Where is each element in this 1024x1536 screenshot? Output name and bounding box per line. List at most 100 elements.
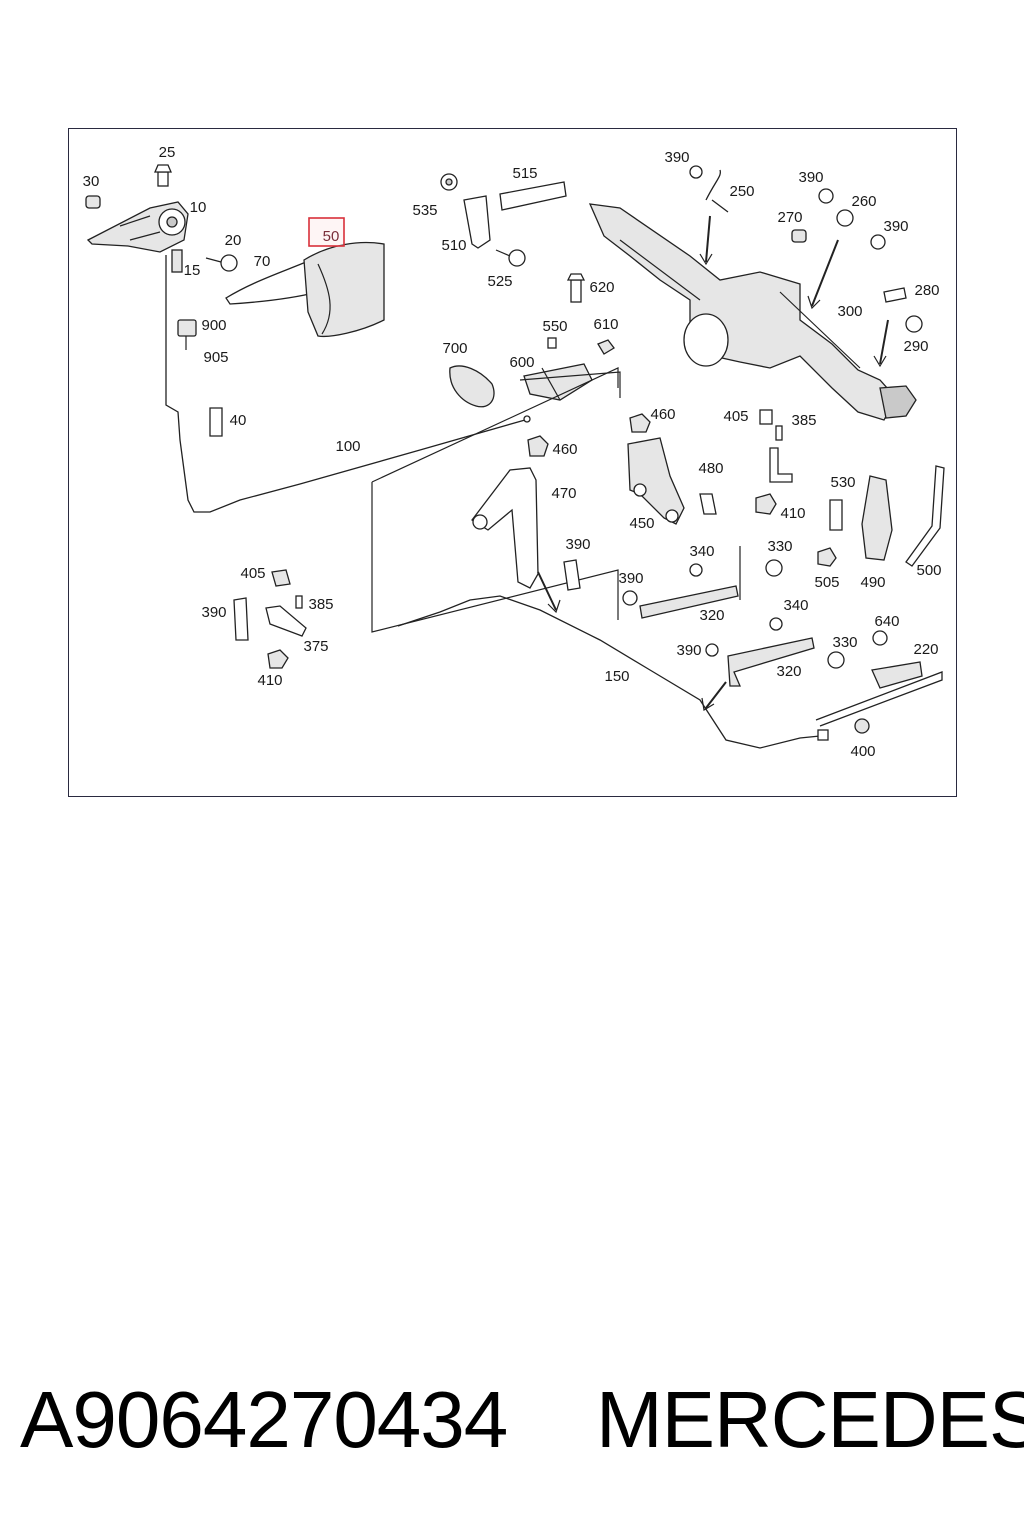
callout-390-e: 390 <box>618 570 643 587</box>
callout-330-a: 330 <box>767 538 792 555</box>
callout-340-b: 340 <box>783 597 808 614</box>
strap-320-a <box>639 585 739 619</box>
callout-600: 600 <box>509 354 534 371</box>
callout-550: 550 <box>542 318 567 335</box>
bolt-405-b <box>271 569 291 587</box>
callout-50: 50 <box>323 228 340 245</box>
nut-460-b <box>527 435 549 457</box>
callout-390-b: 390 <box>798 169 823 186</box>
callout-100: 100 <box>335 438 360 455</box>
highlight-box-50 <box>308 217 345 247</box>
callout-640: 640 <box>874 613 899 630</box>
eyelet-400 <box>854 718 870 734</box>
callout-30: 30 <box>83 173 100 190</box>
nut-30 <box>85 195 101 209</box>
clip-390-top <box>689 165 703 179</box>
callout-460-a: 460 <box>650 406 675 423</box>
callout-530: 530 <box>830 474 855 491</box>
guide-220 <box>871 661 923 689</box>
pin-385-a <box>775 425 783 441</box>
cover-50 <box>303 241 385 338</box>
callout-40: 40 <box>230 412 247 429</box>
callout-460-b: 460 <box>552 441 577 458</box>
callout-390-g: 390 <box>676 642 701 659</box>
switch-15 <box>171 249 183 273</box>
callout-340-a: 340 <box>689 543 714 560</box>
nut-410-b <box>267 649 289 669</box>
bracket-490 <box>861 475 893 561</box>
rod-500 <box>905 465 945 567</box>
nut-610 <box>597 339 615 355</box>
bracket-260 <box>818 188 854 227</box>
callout-480: 480 <box>698 460 723 477</box>
callout-700: 700 <box>442 340 467 357</box>
callout-410-b: 410 <box>257 672 282 689</box>
callout-505: 505 <box>814 574 839 591</box>
callout-320-a: 320 <box>699 607 724 624</box>
callout-535: 535 <box>412 202 437 219</box>
callout-405-a: 405 <box>723 408 748 425</box>
callout-15: 15 <box>184 262 201 279</box>
bolt-20 <box>205 254 238 272</box>
bracket-700 <box>449 365 495 408</box>
callout-280: 280 <box>914 282 939 299</box>
callout-450: 450 <box>629 515 654 532</box>
callout-390-d: 390 <box>565 536 590 553</box>
lever-assembly-10 <box>86 201 189 253</box>
bolt-640 <box>872 630 888 646</box>
callout-515: 515 <box>512 165 537 182</box>
callout-330-b: 330 <box>832 634 857 651</box>
pin-385-b <box>295 595 303 609</box>
callout-300: 300 <box>837 303 862 320</box>
callout-260: 260 <box>851 193 876 210</box>
mechanism-600 <box>519 363 621 401</box>
brand-name: MERCEDES <box>596 1375 1024 1464</box>
callout-270: 270 <box>777 209 802 226</box>
callout-20: 20 <box>225 232 242 249</box>
callout-385-b: 385 <box>308 596 333 613</box>
callout-500: 500 <box>916 562 941 579</box>
bracket-510 <box>463 195 491 249</box>
callout-220: 220 <box>913 641 938 658</box>
callout-320-b: 320 <box>776 663 801 680</box>
cable-150-path <box>397 595 821 749</box>
callout-905: 905 <box>203 349 228 366</box>
nut-460-a <box>629 413 651 433</box>
callout-525: 525 <box>487 273 512 290</box>
callout-900: 900 <box>201 317 226 334</box>
callout-25: 25 <box>159 144 176 161</box>
clip-390-e <box>622 590 638 606</box>
callout-470: 470 <box>551 485 576 502</box>
washer-340-a <box>689 563 703 577</box>
callout-10: 10 <box>190 199 207 216</box>
footer: A9064270434 MERCEDES <box>0 1365 1024 1475</box>
callout-405-b: 405 <box>240 565 265 582</box>
clip-390-g <box>705 643 719 657</box>
parking-brake-exploded-diagram: 25 30 10 20 50 70 15 900 905 40 100 515 … <box>83 144 945 760</box>
callout-150: 150 <box>604 668 629 685</box>
diagram-frame <box>68 128 957 797</box>
clip-390-f <box>233 597 249 641</box>
clip-40 <box>209 407 223 437</box>
callout-610: 610 <box>593 316 618 333</box>
bolt-330-a <box>765 559 783 577</box>
cable-150-end <box>815 671 943 727</box>
bolt-505 <box>817 547 837 567</box>
callout-390-a: 390 <box>664 149 689 166</box>
callout-490: 490 <box>860 574 885 591</box>
clip-390-d <box>563 559 581 591</box>
callout-375: 375 <box>303 638 328 655</box>
nut-410-a <box>755 493 777 515</box>
cable-100-path <box>165 255 526 513</box>
bracket-l <box>769 447 793 483</box>
bracket-450 <box>627 437 685 525</box>
callout-290: 290 <box>903 338 928 355</box>
callout-390-f: 390 <box>201 604 226 621</box>
callout-70: 70 <box>254 253 271 270</box>
bolt-620 <box>566 273 586 303</box>
part-number: A9064270434 <box>20 1375 508 1464</box>
nut-535 <box>440 173 458 191</box>
plate-280 <box>883 287 907 303</box>
callout-385-a: 385 <box>791 412 816 429</box>
callout-410-a: 410 <box>780 505 805 522</box>
